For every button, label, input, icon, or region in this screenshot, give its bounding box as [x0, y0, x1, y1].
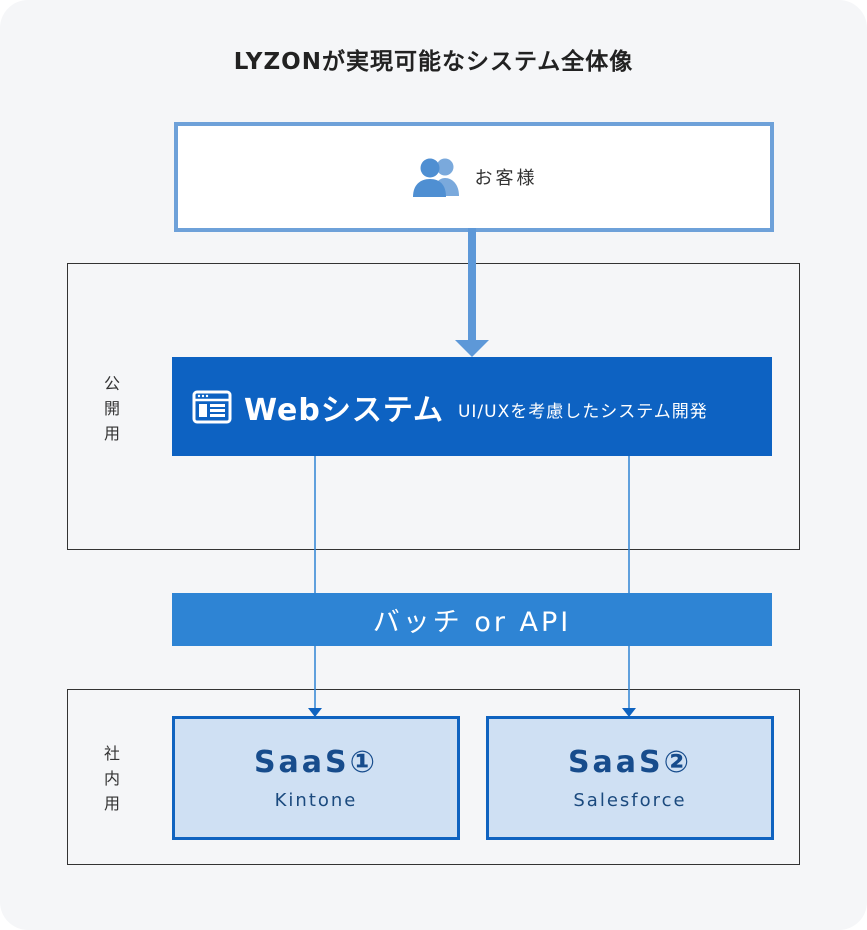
saas-2-box: SaaS② Salesforce: [486, 716, 774, 840]
saas-1-name: SaaS①: [253, 745, 379, 780]
batch-api-bar: バッチ or API: [172, 593, 772, 646]
saas-2-name: SaaS②: [567, 745, 693, 780]
web-to-saas1-line: [308, 456, 322, 717]
internal-zone-label-text: 社内用: [103, 744, 120, 813]
public-zone-label: 公開用: [102, 371, 122, 446]
internal-zone-label: 社内用: [102, 741, 122, 816]
customer-to-web-arrow: [455, 228, 489, 357]
web-system-title: Webシステム: [244, 392, 444, 428]
diagram-title: LYZONが実現可能なシステム全体像: [233, 49, 634, 75]
batch-api-label: バッチ or API: [372, 607, 572, 638]
public-zone-label-text: 公開用: [103, 374, 120, 443]
web-system-box: Webシステム UI/UXを考慮したシステム開発: [172, 357, 772, 456]
saas-2-product: Salesforce: [573, 790, 687, 811]
customer-label: お客様: [474, 168, 538, 189]
web-system-subtitle: UI/UXを考慮したシステム開発: [457, 402, 708, 422]
web-to-saas2-line: [622, 456, 636, 717]
saas-1-box: SaaS① Kintone: [172, 716, 460, 840]
saas-1-product: Kintone: [274, 790, 358, 811]
users-icon: [412, 158, 459, 197]
browser-window-icon: [192, 390, 232, 423]
